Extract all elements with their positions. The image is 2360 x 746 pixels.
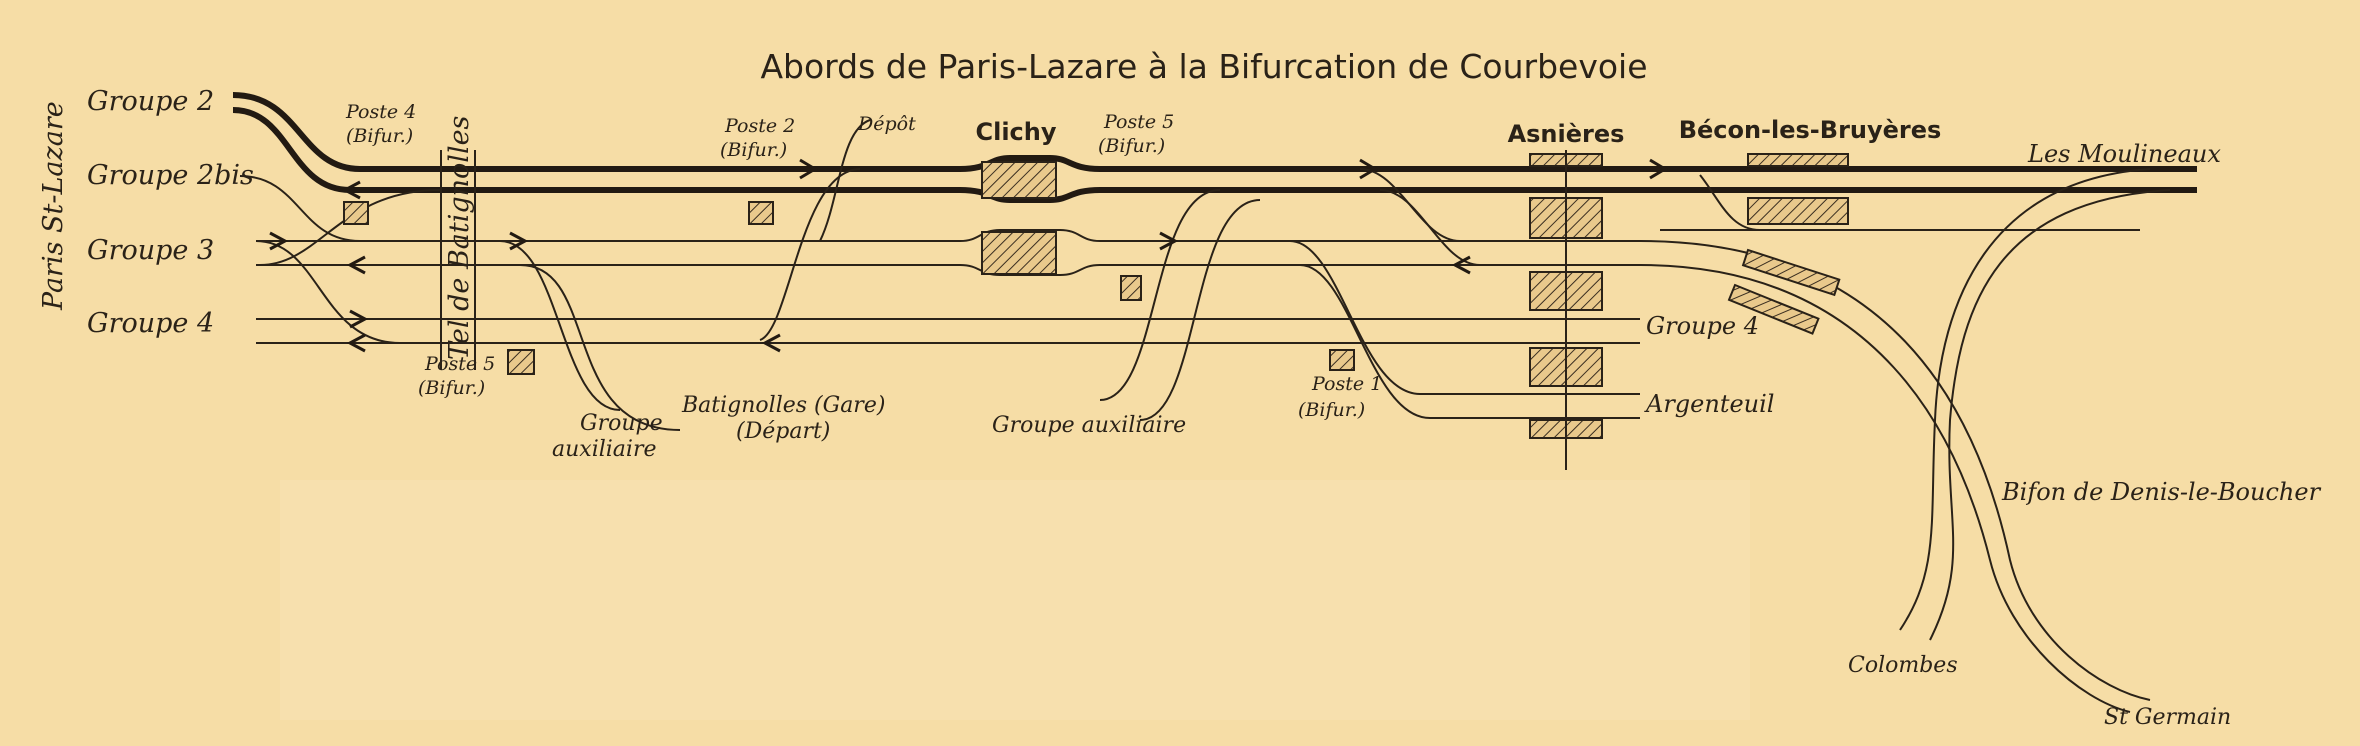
groupe-auxiliaire-2: Groupe auxiliaire: [992, 413, 1186, 438]
batignolles-gare: Batignolles (Gare): [681, 393, 885, 418]
poste-2-sub: (Bifur.): [720, 139, 787, 161]
label-groupe-3: Groupe 3: [87, 235, 214, 266]
svg-text:Tel de Batignolles: Tel de Batignolles: [444, 116, 475, 360]
poste-5-bottom-sub: (Bifur.): [418, 377, 485, 399]
svg-text:Bécon-les-Bruyères: Bécon-les-Bruyères: [1679, 116, 1942, 144]
groupe-auxiliaire-1b: auxiliaire: [552, 437, 657, 462]
groupe-4-right: Groupe 4: [1646, 312, 1759, 340]
bif-denis-le-boucher-label: Bifon de Denis-le-Boucher: [2001, 478, 2322, 506]
depot: Dépôt: [857, 113, 916, 135]
scan-patch: [280, 480, 1750, 720]
poste-2: Poste 2: [724, 115, 795, 137]
st-germain-label: St Germain: [2104, 705, 2231, 730]
poste-5-bottom: Poste 5: [424, 353, 495, 375]
svg-text:Asnières: Asnières: [1508, 120, 1625, 148]
batignolles-depart: (Départ): [736, 419, 830, 444]
tel-batignolles: Tel de Batignolles: [440, 116, 476, 370]
colombes-label: Colombes: [1848, 653, 1958, 678]
label-groupe-4: Groupe 4: [87, 308, 214, 339]
station-becon: Bécon-les-Bruyères: [1679, 116, 1942, 335]
label-groupe-2bis: Groupe 2bis: [87, 160, 254, 191]
poste-1-sub: (Bifur.): [1298, 399, 1365, 421]
poste-5-top: Poste 5: [1103, 111, 1174, 133]
groupe-auxiliaire-1a: Groupe: [580, 411, 663, 436]
signal-boxes: [343, 201, 1355, 375]
poste-4-sub: (Bifur.): [346, 125, 413, 147]
poste-4: Poste 4: [345, 101, 416, 123]
argenteuil-label: Argenteuil: [1644, 390, 1774, 418]
station-asnieres: Asnières: [1508, 120, 1625, 470]
label-groupe-2: Groupe 2: [87, 86, 214, 117]
station-clichy: Clichy: [975, 118, 1057, 275]
les-moulineaux-label: Les Moulineaux: [2027, 140, 2221, 168]
poste-1: Poste 1: [1311, 373, 1382, 395]
main-tracks: [232, 92, 2197, 203]
diagram-title: Abords de Paris-Lazare à la Bifurcation …: [760, 47, 1647, 86]
svg-text:Clichy: Clichy: [975, 118, 1056, 146]
side-label: Paris St-Lazare: [38, 101, 69, 311]
poste-5-top-sub: (Bifur.): [1098, 135, 1165, 157]
direction-arrows: [269, 158, 1668, 353]
